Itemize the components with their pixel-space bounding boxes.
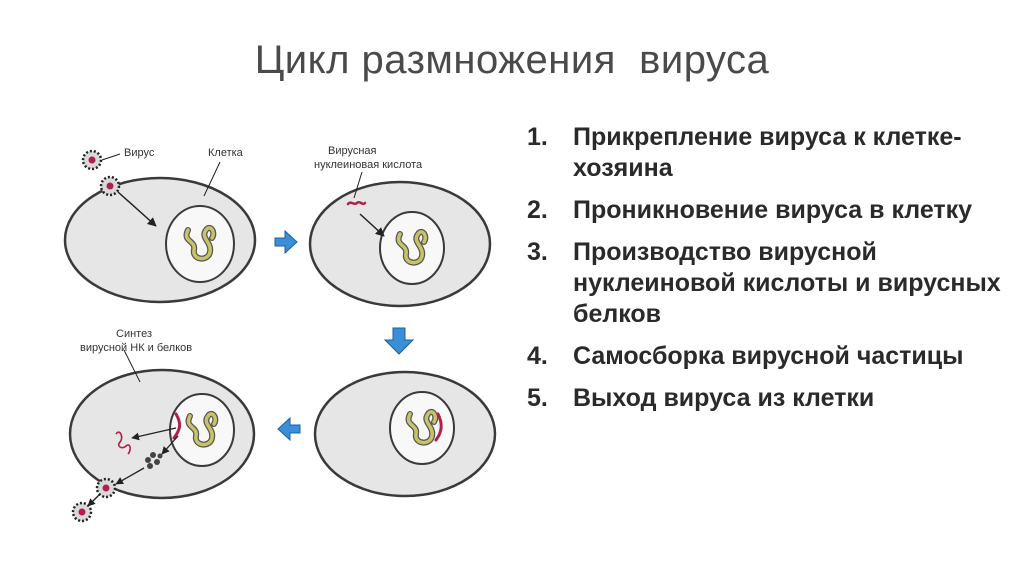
label-synthesis-2: вирусной НК и белков — [80, 342, 192, 354]
capsid-proteins — [145, 452, 163, 469]
label-virus: Вирус — [124, 147, 155, 159]
slide-title: Цикл размножения вируса — [254, 38, 770, 82]
step-number: 1. — [527, 123, 548, 151]
arrow-right-1 — [274, 229, 298, 255]
arrow-down — [383, 327, 415, 355]
label-cell: Клетка — [208, 147, 244, 159]
step-text: Прикрепление вируса к клетке-хозяина — [573, 123, 962, 182]
step-text: Самосборка вирусной частицы — [573, 342, 964, 370]
step-item: 5. Выход вируса из клетки — [527, 383, 1012, 414]
step-item: 4. Самосборка вирусной частицы — [527, 341, 1012, 372]
cell-stage-2: Вирусная нуклеиновая кислота — [308, 145, 492, 308]
arrow-left — [277, 416, 301, 442]
label-synthesis-1: Синтез — [116, 328, 152, 340]
cell-stage-4: Синтез вирусной НК и белков — [68, 328, 256, 523]
step-item: 2. Проникновение вируса в клетку — [527, 195, 1012, 226]
step-text: Выход вируса из клетки — [573, 384, 875, 412]
steps-list: 1. Прикрепление вируса к клетке-хозяина … — [527, 122, 1012, 425]
virus-attached-icon — [99, 175, 121, 197]
cell-stage-1: Вирус Клетка — [63, 147, 257, 304]
diagram-canvas: Вирус Клетка Вирусная нуклеиновая кислот… — [63, 145, 497, 523]
step-item: 3. Производство вирусной нуклеиновой кис… — [527, 237, 1012, 330]
cell-stage-3 — [313, 370, 497, 498]
step-text: Производство вирусной нуклеиновой кислот… — [573, 238, 1001, 328]
step-number: 2. — [527, 196, 548, 224]
step-number: 4. — [527, 342, 548, 370]
label-viral-na-2: нуклеиновая кислота — [314, 159, 423, 171]
virus-cycle-diagram: Вирус Клетка Вирусная нуклеиновая кислот… — [60, 132, 520, 552]
label-viral-na-1: Вирусная — [328, 145, 377, 157]
step-text: Проникновение вируса в клетку — [573, 196, 973, 224]
virus-particle-icon — [81, 149, 103, 171]
step-number: 3. — [527, 238, 548, 266]
step-number: 5. — [527, 384, 548, 412]
step-item: 1. Прикрепление вируса к клетке-хозяина — [527, 122, 1012, 184]
